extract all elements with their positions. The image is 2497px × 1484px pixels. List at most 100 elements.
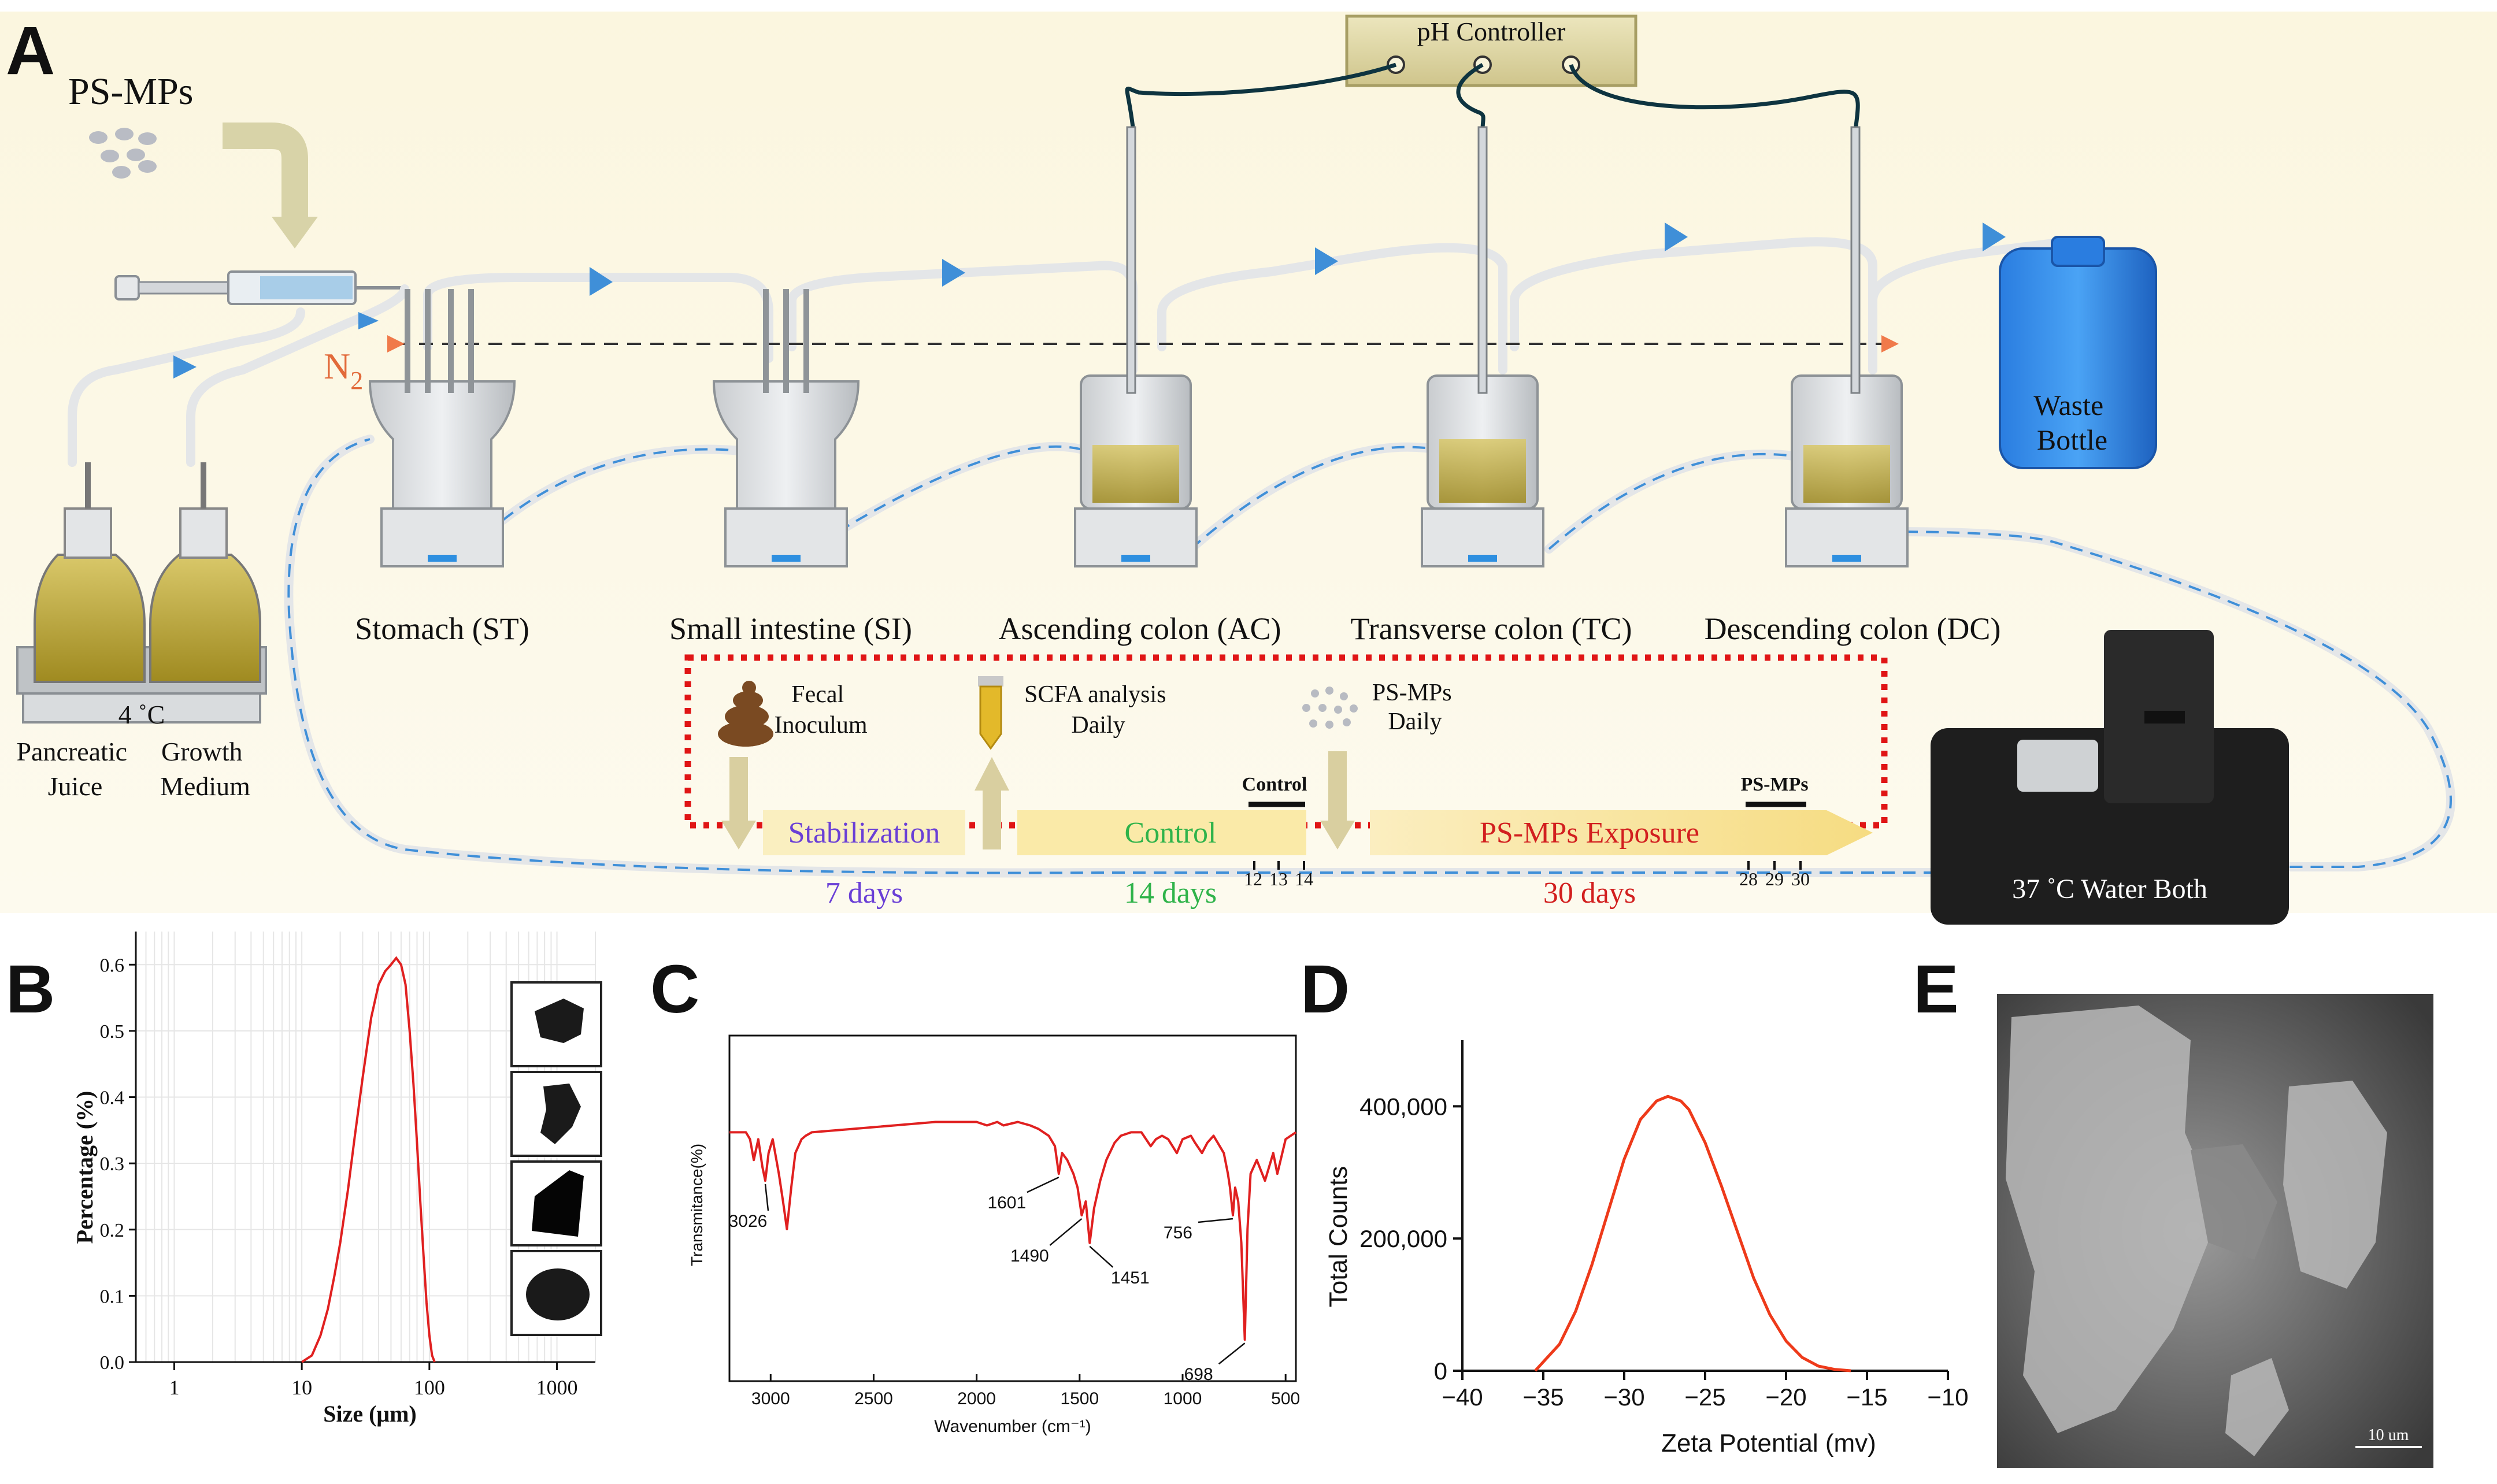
days-control: 14 days <box>1124 877 1217 910</box>
svg-text:14: 14 <box>1295 869 1313 889</box>
chart-b-ylabel: Percentage (%) <box>72 1091 98 1244</box>
syringe-icon <box>114 270 405 305</box>
waste-bottle <box>1999 236 2157 469</box>
size-distribution-line <box>301 956 436 1363</box>
peak-label: 1451 <box>1111 1268 1150 1288</box>
svg-text:12: 12 <box>1244 869 1262 889</box>
vessel-small-intestine <box>712 289 860 567</box>
ph-controller-box <box>1345 14 1638 87</box>
svg-text:13: 13 <box>1269 869 1288 889</box>
x-tick-label: 2000 <box>957 1389 996 1408</box>
chart-d-ylabel: Total Counts <box>1324 1166 1353 1308</box>
panel-b-letter: B <box>6 951 55 1027</box>
chart-d-xlabel: Zeta Potential (mv) <box>1661 1429 1876 1457</box>
peak-leader-line <box>1198 1218 1233 1223</box>
ps-mps-title: PS-MPs <box>68 71 193 113</box>
day-tick-labels: 12 13 14 28 29 30 <box>1244 869 1810 889</box>
waste-bottle-label: Waste Bottle <box>2033 389 2110 456</box>
fecal-inoculum-icon <box>718 681 773 747</box>
vessel-label-tc: Transverse colon (TC) <box>1351 611 1632 646</box>
y-tick-label: 400,000 <box>1359 1093 1447 1120</box>
chart-c-ylabel: Transmitance(%) <box>688 1144 706 1266</box>
y-tick-label: 0.0 <box>100 1352 125 1374</box>
peak-label: 698 <box>1184 1365 1213 1384</box>
phase-control-bar <box>1017 810 1306 855</box>
panel-d-letter: D <box>1301 951 1350 1027</box>
y-tick-label: 0.2 <box>100 1220 125 1241</box>
x-tick-label: −30 <box>1603 1383 1644 1411</box>
y-tick-label: 200,000 <box>1359 1225 1447 1252</box>
y-tick-label: 0.6 <box>100 955 125 976</box>
peak-label: 756 <box>1164 1223 1192 1242</box>
phase-control-label: Control <box>1125 817 1217 849</box>
scfa-label: SCFA analysis Daily <box>1024 681 1172 739</box>
timeline-down-arrows <box>721 751 1355 849</box>
x-tick-label: −15 <box>1846 1383 1887 1411</box>
x-tick-label: 1 <box>169 1376 179 1399</box>
panel-c-letter: C <box>650 951 699 1027</box>
vessel-ascending-colon <box>1074 126 1198 567</box>
x-tick-label: 1000 <box>1164 1389 1202 1408</box>
ph-probe-cables <box>1125 62 1860 131</box>
phase-exposure-arrow <box>1370 810 1873 855</box>
vessel-label-dc: Descending colon (DC) <box>1705 611 2001 646</box>
flow-direction-arrows <box>173 222 2006 379</box>
y-tick-label: 0.4 <box>100 1088 125 1109</box>
ps-mp-particles-icon <box>89 128 157 179</box>
control-tag: Control <box>1242 774 1307 795</box>
svg-text:30: 30 <box>1791 869 1810 889</box>
x-tick-label: −35 <box>1522 1383 1564 1411</box>
x-tick-label: 500 <box>1271 1389 1300 1408</box>
svg-text:28: 28 <box>1739 869 1758 889</box>
fecal-inoculum-label: Fecal Inoculum <box>775 681 868 739</box>
ftir-spectrum-line <box>729 1121 1297 1341</box>
panel-a: A PS-MPs pH Controller <box>0 12 2497 925</box>
y-tick-label: 0.1 <box>100 1286 125 1307</box>
phase-exposure-label: PS-MPs Exposure <box>1480 817 1699 849</box>
vessel-label-si: Small intestine (SI) <box>669 611 912 646</box>
zeta-distribution-line <box>1534 1095 1851 1372</box>
x-tick-label: 3000 <box>751 1389 790 1408</box>
peak-label: 1601 <box>987 1193 1026 1212</box>
panel-e-letter: E <box>1913 951 1959 1027</box>
bottle-temperature: 4 ˚C <box>118 700 165 729</box>
water-bath <box>1931 630 2289 925</box>
phase-stabilization-label: Stabilization <box>788 817 940 849</box>
peak-leader-line <box>1027 1177 1059 1193</box>
peak-leader-line <box>1089 1245 1114 1268</box>
media-bottles <box>16 462 267 724</box>
plot-frame <box>728 1034 1297 1382</box>
sem-particles <box>2006 1006 2387 1456</box>
scfa-tube-icon <box>978 676 1003 750</box>
vessel-descending-colon <box>1785 126 1909 567</box>
dosing-arrow <box>223 123 308 217</box>
peak-leader-line <box>1218 1342 1246 1365</box>
timeline-dotted-frame <box>684 654 1888 829</box>
x-tick-label: −20 <box>1765 1383 1806 1411</box>
vessel-stomach <box>368 289 516 567</box>
psmps-tag: PS-MPs <box>1740 774 1808 795</box>
peak-label: 1490 <box>1010 1246 1049 1266</box>
panel-e: E 10 um <box>1913 951 2433 1468</box>
sem-scale-bar-label: 10 um <box>2368 1426 2409 1444</box>
x-tick-label: 100 <box>414 1376 445 1399</box>
day-ticks <box>1253 861 1802 870</box>
ps-mps-daily-label: PS-MPs Daily <box>1372 680 1458 735</box>
water-bath-label: 37 ˚C Water Both <box>2012 874 2207 904</box>
ps-mps-daily-icon <box>1302 687 1358 729</box>
x-tick-label: 1000 <box>536 1376 578 1399</box>
x-tick-label: −40 <box>1442 1383 1483 1411</box>
x-tick-label: 1500 <box>1060 1389 1099 1408</box>
x-tick-label: 10 <box>291 1376 312 1399</box>
x-tick-label: −10 <box>1927 1383 1968 1411</box>
peak-label: 3026 <box>729 1212 768 1231</box>
y-tick-label: 0.3 <box>100 1153 125 1175</box>
phase-stabilization-bar <box>763 810 965 855</box>
vessel-label-st: Stomach (ST) <box>355 611 529 646</box>
circulation-dashes <box>287 438 2452 874</box>
vessel-label-ac: Ascending colon (AC) <box>999 611 1281 646</box>
peak-leader-line <box>1049 1218 1083 1246</box>
